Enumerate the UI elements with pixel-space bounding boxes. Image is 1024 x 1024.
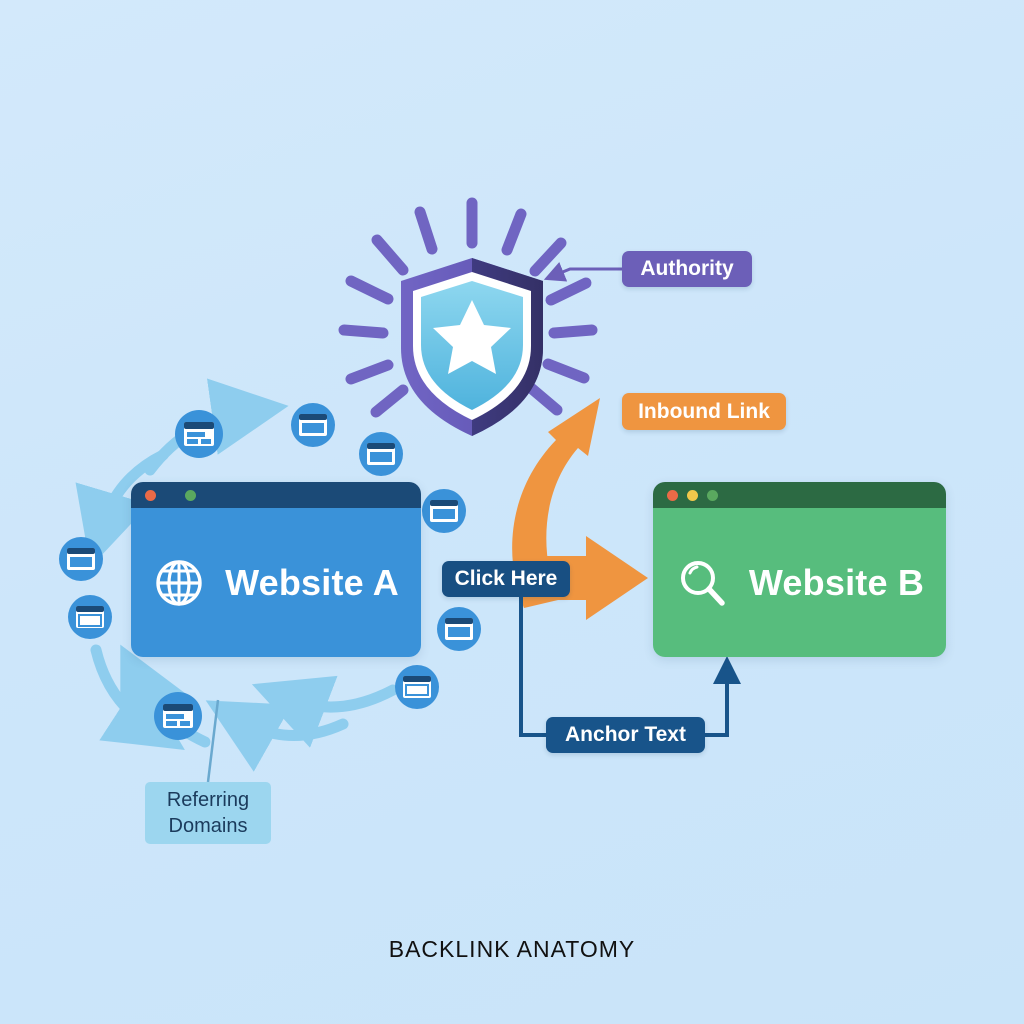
click-here-badge[interactable]: Click Here [442, 561, 570, 597]
shield-star-icon [401, 258, 543, 436]
website-a-card[interactable]: Website A [131, 482, 421, 657]
referring-domains-leader-line [206, 699, 220, 783]
website-b-titlebar [653, 482, 946, 508]
authority-badge[interactable]: Authority [622, 251, 752, 287]
window-dot-red [145, 489, 156, 501]
referring-domains-badge[interactable]: Referring Domains [145, 782, 271, 844]
referring-domains-line1: Referring [166, 789, 250, 811]
website-b-body: Website B [653, 508, 946, 657]
window-dot-yellow [687, 489, 698, 501]
globe-icon [156, 559, 202, 606]
anchor-text-badge-label: Anchor Text [565, 723, 686, 746]
window-dot-yellow [165, 490, 176, 501]
click-here-badge-label: Click Here [454, 567, 558, 590]
inbound-link-arrow [512, 398, 648, 620]
shield-rays [338, 197, 598, 418]
website-b-title: Website B [748, 561, 925, 603]
inbound-link-badge[interactable]: Inbound Link [622, 393, 786, 430]
window-dot-green [707, 489, 718, 501]
inbound-link-badge-label: Inbound Link [638, 399, 770, 423]
magnifier-icon [680, 560, 725, 606]
referring-domains-line2: Domains [168, 815, 248, 837]
anchor-text-connector [519, 597, 741, 737]
website-a-titlebar [131, 482, 421, 508]
website-a-title: Website A [225, 561, 399, 603]
window-dot-green [185, 489, 196, 501]
authority-badge-label: Authority [640, 257, 734, 280]
website-a-body: Website A [131, 508, 421, 657]
website-b-card[interactable]: Website B [653, 482, 946, 657]
referring-domain-icons [59, 403, 481, 740]
authority-leader-line [543, 262, 622, 282]
window-dot-red [667, 489, 678, 501]
diagram-caption: BACKLINK ANATOMY [388, 936, 636, 962]
anchor-text-badge[interactable]: Anchor Text [546, 717, 705, 753]
